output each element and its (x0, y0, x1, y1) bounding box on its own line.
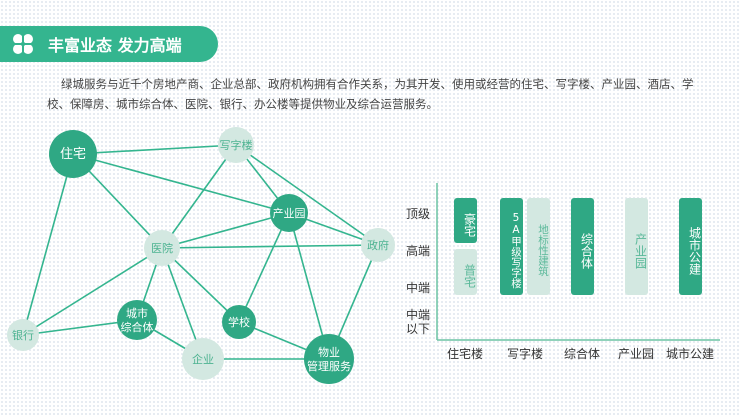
network-node-label: 产业园 (273, 206, 306, 220)
network-node-label: 物业管理服务 (307, 345, 351, 373)
x-tick-label: 写字楼 (506, 347, 543, 361)
network-node-label: 政府 (367, 238, 389, 252)
network-node-label: 企业 (192, 352, 214, 366)
y-tick-label: 高端 (405, 244, 430, 258)
y-tick-label: 顶级 (405, 207, 430, 221)
x-tick-label: 综合体 (563, 347, 600, 361)
network-node (7, 319, 39, 351)
network-node (49, 130, 97, 178)
x-tick-label: 产业园 (617, 347, 654, 361)
network-node (117, 300, 157, 340)
section-title: 丰富业态 发力高端 (48, 36, 182, 55)
y-tick-label: 中端 以下 (405, 308, 430, 336)
network-edge (161, 144, 237, 249)
network-node-label: 写字楼 (220, 138, 253, 152)
section-banner: 丰富业态 发力高端 (0, 26, 218, 62)
network-node-label: 住宅 (60, 147, 86, 162)
chart-bar: 城市公建 (678, 198, 702, 295)
network-edge (72, 153, 290, 214)
network-edge (22, 153, 74, 336)
network-node (222, 305, 256, 339)
network-node (361, 228, 395, 262)
network-node-label: 城市综合体 (121, 306, 154, 334)
network-node (182, 338, 224, 380)
network-node-label: 银行 (12, 328, 34, 342)
network-edge (72, 144, 237, 155)
network-node (218, 127, 254, 163)
network-node (144, 230, 180, 266)
network-edge (161, 212, 290, 249)
network-edge (238, 212, 290, 323)
x-tick-label: 住宅楼 (446, 347, 483, 361)
chart-bar: 普宅 (453, 249, 477, 295)
chart-bar: 综合体 (570, 198, 594, 295)
chart-bar: 产业园 (624, 198, 648, 295)
network-node-label: 学校 (228, 315, 250, 329)
network-edge (288, 212, 330, 360)
y-tick-label: 中端 (405, 281, 430, 295)
network-node (270, 194, 308, 232)
network-edge (235, 144, 379, 246)
clover-icon (12, 33, 34, 55)
chart-bar: 豪宅 (453, 198, 477, 243)
network-node (304, 334, 354, 384)
network-node-label: 医院 (151, 241, 173, 255)
chart-bar: 5A甲级写字楼 (500, 198, 523, 295)
network-edge (161, 244, 379, 249)
chart-bar: 地标性建筑 (527, 198, 550, 295)
x-tick-label: 城市公建 (665, 347, 714, 361)
network-edge (22, 247, 163, 336)
intro-text: 绿城服务与近千个房地产商、企业总部、政府机构拥有合作关系，为其开发、使用或经营的… (47, 77, 694, 111)
